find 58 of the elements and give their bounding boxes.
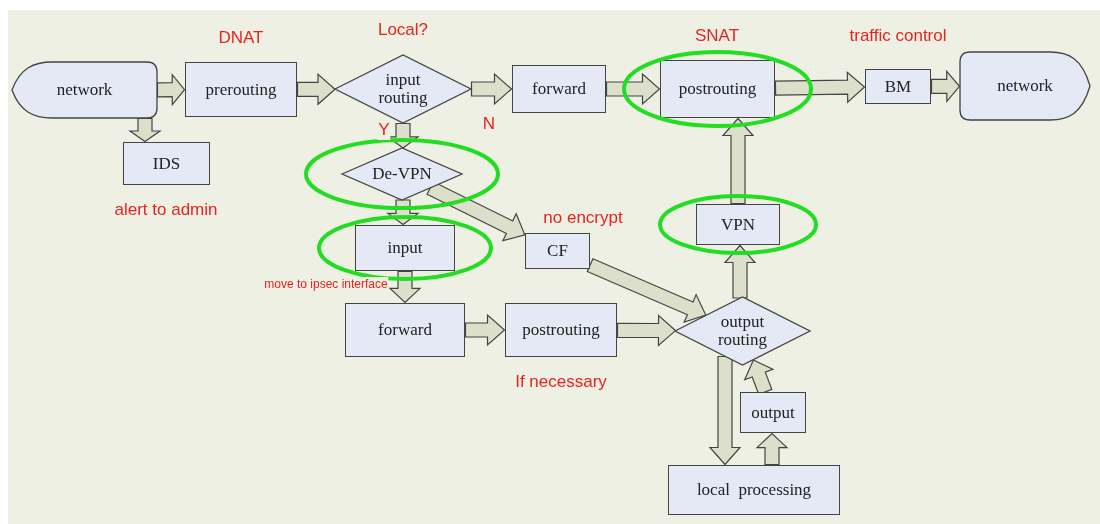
decision-diamond — [342, 148, 462, 200]
edge-label: move to ipsec interface — [263, 277, 389, 291]
process-box — [185, 62, 297, 117]
node-label: CF — [546, 242, 569, 260]
network-shape — [960, 52, 1090, 120]
block-arrow — [723, 244, 757, 299]
node-label: VPN — [720, 215, 756, 234]
block-arrow — [388, 270, 422, 304]
block-arrow — [470, 72, 513, 106]
process-box — [123, 142, 210, 185]
annotation-text: traffic control — [849, 26, 947, 46]
node-label: input — [386, 239, 424, 257]
block-arrow — [128, 117, 162, 143]
annotation-text: DNAT — [218, 28, 264, 48]
node-label: De-VPN — [371, 165, 433, 183]
annotation-text: Local? — [377, 20, 429, 40]
decision-diamond — [675, 297, 810, 365]
block-arrow — [616, 314, 677, 347]
node-label: prerouting — [204, 80, 278, 99]
process-box — [660, 60, 775, 118]
process-box — [345, 303, 465, 357]
annotation-text: alert to admin — [114, 200, 218, 220]
node-label: IDS — [151, 154, 182, 173]
node-label: input routing — [377, 71, 429, 107]
block-arrow — [296, 72, 336, 106]
process-box — [740, 392, 806, 433]
node-label: output — [750, 403, 796, 422]
process-box — [355, 225, 455, 271]
process-box — [668, 465, 840, 515]
annotation-text: SNAT — [694, 26, 740, 46]
edge-label: Y — [377, 120, 391, 140]
block-arrow — [774, 70, 866, 104]
network-shape — [12, 62, 157, 118]
process-box — [512, 65, 606, 113]
block-arrow — [386, 199, 420, 226]
node-label: local processing — [695, 481, 813, 499]
process-box — [865, 69, 931, 104]
block-arrow — [755, 432, 789, 466]
block-arrow — [721, 117, 755, 205]
block-arrow — [708, 355, 742, 466]
node-label: postrouting — [521, 321, 601, 339]
block-arrow — [156, 73, 186, 107]
block-arrow — [464, 313, 506, 347]
block-arrow — [605, 72, 661, 106]
node-label: output routing — [716, 313, 769, 349]
node-label: BM — [883, 77, 913, 96]
annotation-text: If necessary — [515, 372, 607, 392]
node-label: network — [996, 77, 1054, 95]
process-box — [505, 303, 617, 357]
block-arrow — [930, 69, 961, 103]
decision-diamond — [335, 55, 471, 123]
process-box — [525, 233, 590, 269]
process-box — [696, 204, 780, 245]
block-arrow — [586, 257, 707, 324]
node-label: network — [55, 81, 114, 99]
node-label: postrouting — [677, 80, 758, 98]
node-label: forward — [531, 80, 587, 98]
node-label: forward — [377, 321, 433, 339]
